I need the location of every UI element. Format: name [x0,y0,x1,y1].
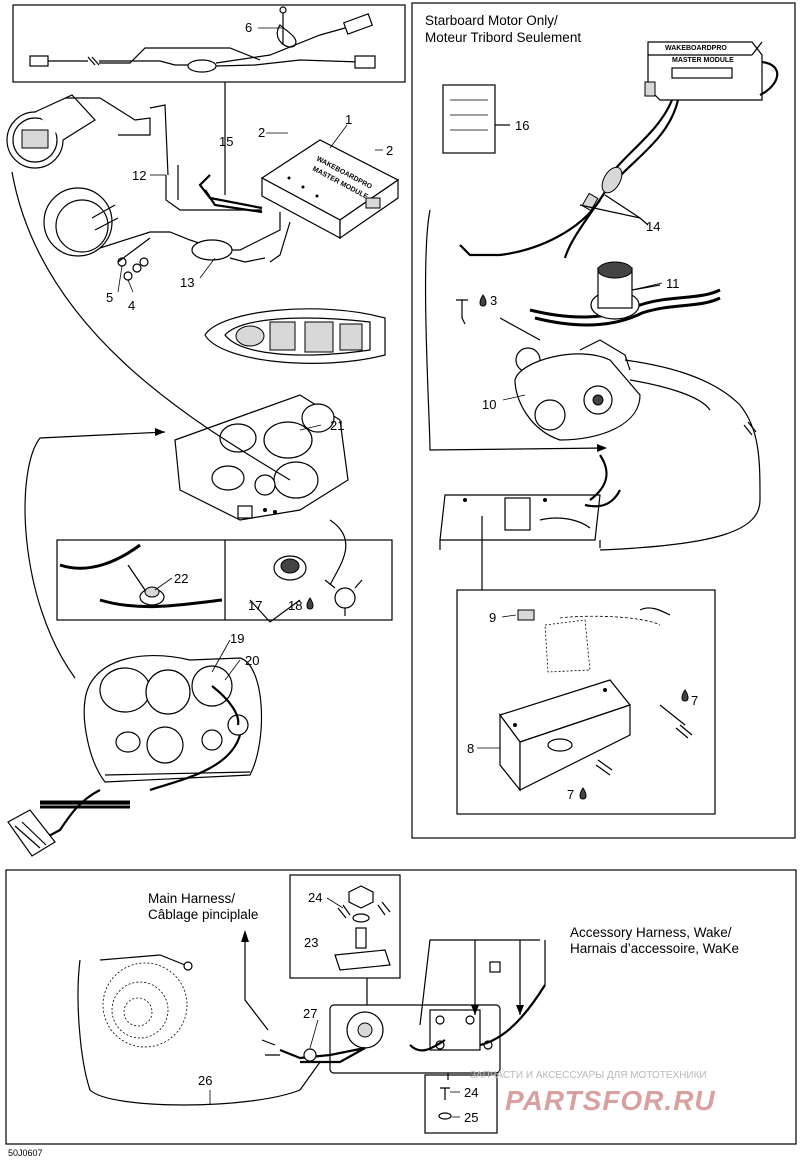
callout-26: 26 [198,1073,212,1088]
starboard-panel: Starboard Motor Only/ Moteur Tribord Seu… [424,13,779,800]
callout-25: 25 [464,1110,478,1125]
manual-document [442,84,496,154]
callout-16: 16 [515,118,529,133]
starboard-title-en: Starboard Motor Only/ [425,13,558,28]
accessory-harness-fr: Harnais d’accessoire, WaKe [570,941,739,956]
boat-top-view [204,308,386,364]
callout-9: 9 [489,610,496,625]
callout-1: 1 [345,112,352,127]
callout-17: 17 [248,598,262,613]
callout-13: 13 [180,275,194,290]
callout-10: 10 [482,397,496,412]
callout-12: 12 [132,168,146,183]
callout-19: 19 [230,631,244,646]
loctite-drop-18 [306,597,314,610]
callout-6: 6 [245,20,252,35]
callout-20: 20 [245,653,259,668]
callout-numbers: 6 1 2 2 15 12 13 5 4 16 14 11 3 10 21 22… [106,20,698,1125]
screw-detail-box [424,1074,498,1134]
gauge-with-bracket [43,187,266,281]
master-module-left: WAKEBOARDPRO MASTER MODULE [260,139,400,240]
callout-18: 18 [288,598,302,613]
module-wiring-left [165,82,291,263]
sensor-detail [59,519,363,623]
bottom-frame [5,869,797,1145]
callout-11: 11 [666,276,680,291]
module-name-right: MASTER MODULE [672,57,734,64]
callout-22: 22 [174,571,188,586]
callout-14: 14 [646,219,660,234]
callout-3: 3 [490,293,497,308]
watermark: ЗАПЧАСТИ И АКСЕССУАРЫ ДЛЯ МОТОТЕХНИКИ PA… [470,1070,716,1116]
callout-7a: 7 [691,693,698,708]
callout-7b: 7 [567,787,574,802]
callout-21: 21 [330,418,344,433]
module-brand-right: WAKEBOARDPRO [665,45,727,52]
watermark-brand: PARTSFOR.RU [505,1085,716,1116]
main-harness-en: Main Harness/ [148,891,235,906]
callout-5: 5 [106,290,113,305]
bracket-detail-box [456,589,716,815]
starboard-title-fr: Moteur Tribord Seulement [425,30,581,45]
harness-detail-box [12,4,406,83]
callout-8: 8 [467,741,474,756]
harness-part-6 [29,6,376,73]
callout-24b: 24 [464,1085,478,1100]
display-gauge [6,94,169,176]
callout-15: 15 [219,134,233,149]
callout-2a: 2 [258,125,265,140]
accessory-harness-en: Accessory Harness, Wake/ [570,925,732,940]
leader-lines [117,27,663,1118]
callout-27: 27 [303,1006,317,1021]
callout-23: 23 [304,935,318,950]
panel-frames [5,2,797,1145]
dashboard-21 [174,394,349,521]
callout-24a: 24 [308,890,322,905]
starboard-frame [411,2,796,839]
knob-detail-box [289,874,401,979]
callout-4: 4 [128,298,135,313]
bottom-panel: Main Harness/ Câblage pinciplale Accesso… [77,885,739,1120]
grommet-9 [517,609,535,621]
watermark-top: ЗАПЧАСТИ И АКСЕССУАРЫ ДЛЯ МОТОТЕХНИКИ [470,1070,707,1081]
dashboard-19-20 [7,654,263,857]
figure-code: 50J0607 [8,1148,43,1158]
connection-curve-left [11,171,291,481]
main-harness-fr: Câblage pinciplale [148,907,258,922]
callout-2b: 2 [386,143,393,158]
